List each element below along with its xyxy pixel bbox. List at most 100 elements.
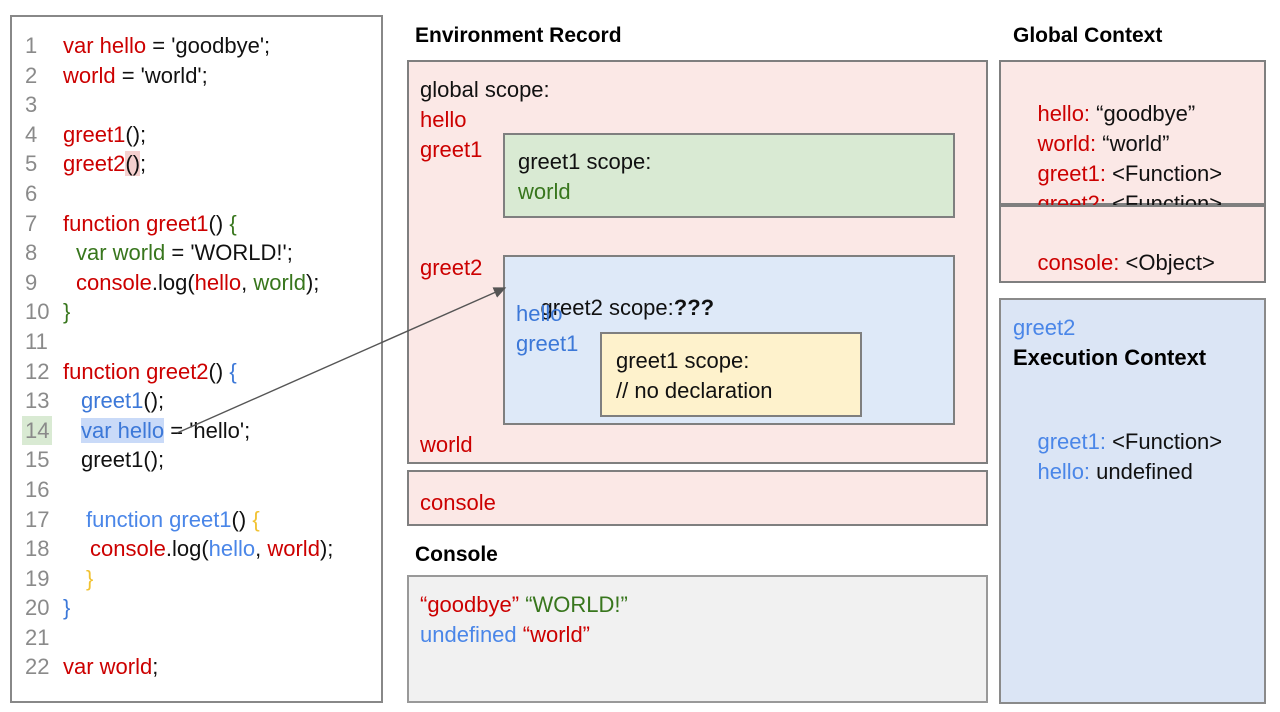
gc-row-value: “world” — [1096, 131, 1170, 156]
code-line: 20} — [12, 593, 381, 623]
inner-greet1-scope-comment: // no declaration — [616, 378, 773, 403]
code-token: “world” — [522, 622, 591, 647]
code-token: , — [255, 536, 268, 562]
code-line: 12 function greet2() { — [12, 357, 381, 387]
code-token: function greet1 — [63, 210, 209, 236]
greet2-scope-label: greet2 scope:??? — [516, 272, 714, 344]
code-token: () — [125, 151, 141, 177]
line-number: 15 — [25, 447, 50, 473]
gc-row-key: greet1: — [1037, 161, 1106, 186]
code-line: 11 — [12, 327, 381, 357]
greet2-scope-label-text: greet2 scope: — [540, 295, 674, 320]
global-context-box — [999, 60, 1266, 205]
env-item-console: console — [420, 490, 496, 515]
code-token: } — [63, 299, 71, 325]
code-text: greet2(); — [63, 149, 146, 179]
console-output-box — [407, 575, 988, 703]
line-number: 21 — [25, 624, 50, 650]
global-context-console-box — [999, 205, 1266, 283]
env-item-world: world — [420, 432, 473, 457]
gc-row-value: “goodbye” — [1090, 101, 1196, 126]
code-token: () — [208, 358, 230, 384]
line-number: 4 — [25, 121, 38, 147]
code-token: hello — [194, 269, 242, 295]
code-line: 22 var world; — [12, 652, 381, 682]
code-line: 9 console.log(hello, world); — [12, 268, 381, 298]
code-line: 4 greet1(); — [12, 120, 381, 150]
code-token: ); — [319, 536, 334, 562]
exec-row-value: undefined — [1090, 459, 1193, 484]
env-item-greet1: greet1 — [420, 137, 483, 162]
code-text: var hello = 'hello'; — [63, 416, 250, 446]
exec-row-value: <Function> — [1105, 429, 1223, 454]
code-text: } — [63, 297, 70, 327]
line-number: 17 — [25, 506, 50, 532]
gc-row-hello: hello: “goodbye” — [1013, 78, 1195, 150]
code-text: console.log(hello, world); — [63, 534, 333, 564]
code-token: ; — [152, 654, 159, 680]
code-token: world — [267, 536, 320, 562]
gc-row-key: world: — [1037, 131, 1097, 156]
code-token: var hello — [81, 417, 165, 443]
code-line: 15 greet1(); — [12, 445, 381, 475]
code-text: } — [63, 593, 70, 623]
greet1-scope-box — [503, 133, 955, 218]
code-token: var hello — [63, 33, 147, 58]
code-text: console.log(hello, world); — [63, 268, 319, 298]
code-token: greet1 — [63, 121, 126, 147]
exec-row-hello: hello: undefined — [1013, 436, 1193, 508]
greet1-scope-label: greet1 scope: — [518, 149, 652, 174]
line-number: 9 — [25, 269, 38, 295]
gc-row-console: console: <Object> — [1013, 227, 1215, 299]
code-token: = 'WORLD!'; — [165, 240, 293, 266]
code-token: = 'world'; — [115, 62, 208, 88]
code-token: { — [252, 506, 260, 532]
code-token: } — [86, 565, 94, 591]
code-text: var hello = 'goodbye'; — [63, 31, 270, 61]
code-text: var world = 'WORLD!'; — [63, 238, 293, 268]
code-line: 21 — [12, 623, 381, 653]
code-token: { — [229, 358, 237, 384]
code-token: greet1 — [81, 388, 144, 414]
gc-row-value: <Object> — [1119, 250, 1215, 275]
line-number: 2 — [25, 62, 38, 88]
line-number: 12 — [25, 358, 50, 384]
greet2-scope-item-hello: hello — [516, 301, 563, 326]
line-number: 20 — [25, 595, 50, 621]
exec-context-title: Execution Context — [1013, 345, 1207, 370]
gc-row-world: world: “world” — [1013, 108, 1169, 180]
env-item-hello: hello — [420, 107, 467, 132]
line-number: 7 — [25, 210, 38, 236]
code-token: world — [63, 62, 116, 88]
gc-row-greet1: greet1: <Function> — [1013, 138, 1222, 210]
code-text: function greet1() { — [63, 209, 237, 239]
code-token: = 'goodbye'; — [146, 33, 271, 58]
code-token: function greet2 — [63, 358, 209, 384]
code-token: console — [90, 536, 166, 562]
line-number: 10 — [25, 299, 50, 325]
gc-row-value: <Function> — [1105, 161, 1223, 186]
code-line: 3 — [12, 90, 381, 120]
code-token: “WORLD!” — [525, 592, 628, 617]
code-token: (); — [125, 121, 147, 147]
code-text: var world; — [63, 652, 158, 682]
global-scope-label: global scope: — [420, 77, 550, 102]
line-number: 14 — [22, 415, 63, 446]
code-token: var world — [76, 240, 166, 266]
code-token: (); — [143, 388, 165, 414]
code-token: greet1(); — [81, 447, 165, 473]
line-number: 22 — [25, 654, 50, 680]
code-text: world = 'world'; — [63, 61, 208, 91]
exec-row-key: greet1: — [1037, 429, 1106, 454]
code-line: 6 — [12, 179, 381, 209]
code-token: hello — [208, 536, 256, 562]
code-token: var world — [63, 654, 153, 680]
code-token: “goodbye” — [420, 592, 520, 617]
execution-context-box — [999, 298, 1266, 704]
code-text: function greet2() { — [63, 357, 237, 387]
